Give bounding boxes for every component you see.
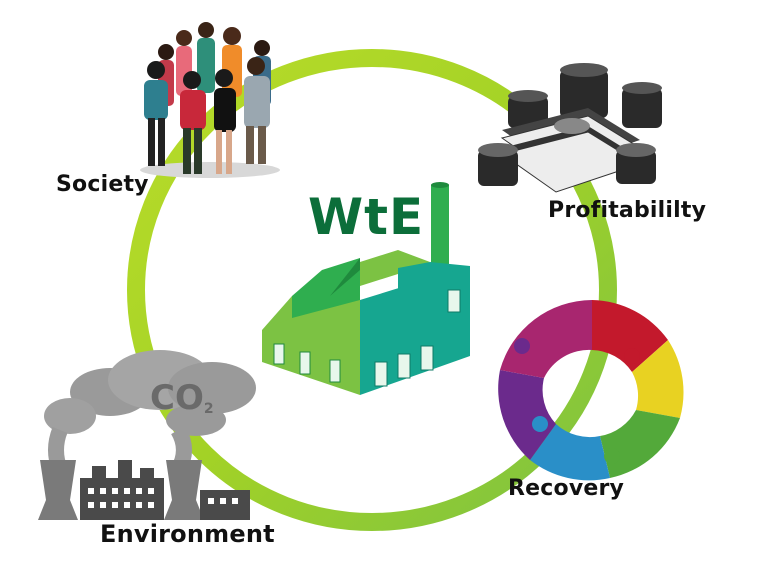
polluting-factory-icon [38,350,256,520]
money-stack-icon [478,63,662,193]
puzzle-ring-icon [498,300,684,481]
center-title: WtE [308,188,425,246]
cycle-ring [127,49,617,531]
node-profitability-label: Profitabililty [548,198,707,223]
node-recovery-label: Recovery [508,476,625,501]
people-group-icon [140,22,280,178]
node-society-label: Society [56,172,149,197]
co2-label: CO2 [150,378,214,418]
node-environment-label: Environment [100,520,275,548]
factory-icon [262,182,470,395]
